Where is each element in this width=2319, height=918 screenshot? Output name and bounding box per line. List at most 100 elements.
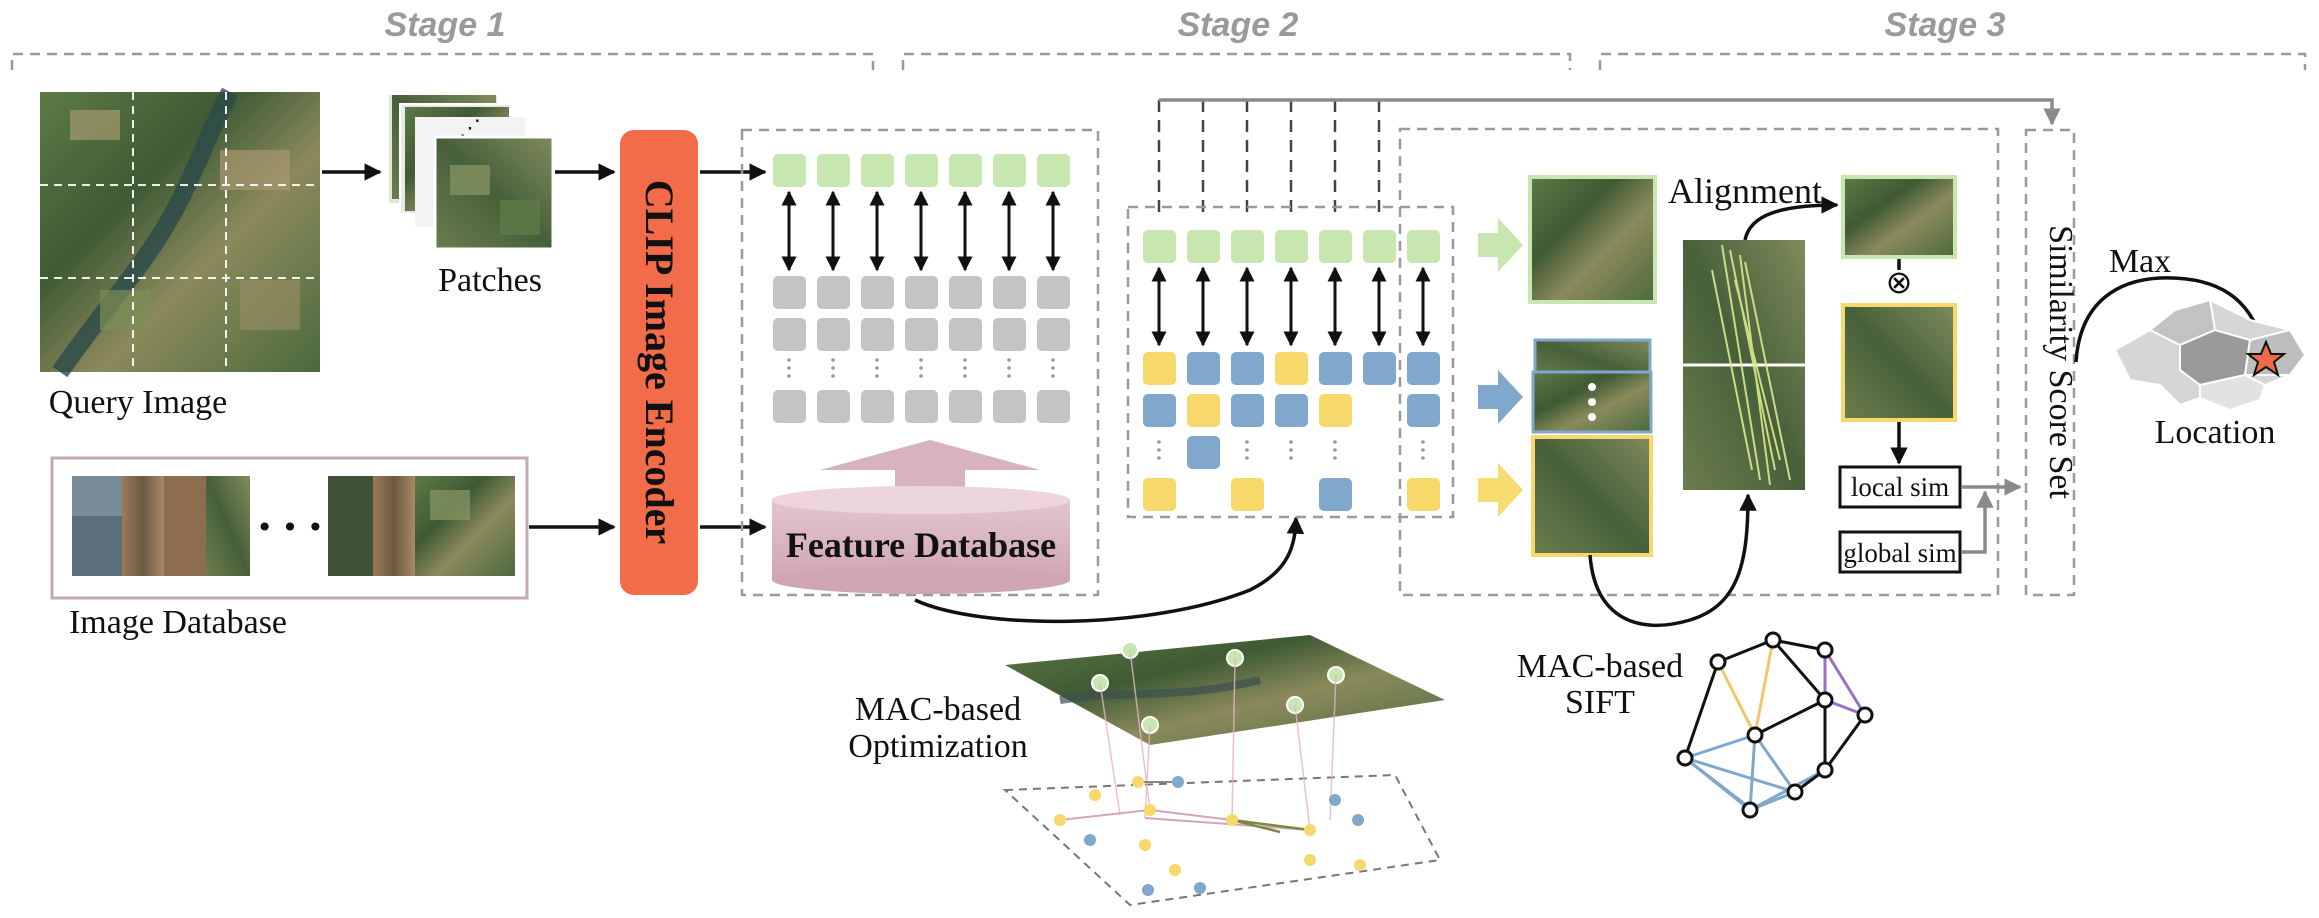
query-image-label: Query Image — [49, 384, 227, 421]
db-token-dots — [919, 358, 923, 362]
sift-label-line1: MAC-based — [1517, 648, 1683, 685]
db-token-dots — [963, 366, 967, 370]
retrieved-image-yellow — [1531, 435, 1653, 557]
stage2-token-green — [1143, 230, 1176, 263]
candidate-token-blue — [1275, 394, 1308, 427]
stage2-token-green — [1363, 230, 1396, 263]
location-label: Location — [2155, 414, 2276, 451]
candidate-token-blue — [1407, 352, 1440, 385]
feature-database-panel — [740, 128, 1100, 597]
stage2-to-score-arrow — [1159, 98, 2061, 126]
db-token-dots — [787, 366, 791, 370]
feature-token-green — [905, 154, 938, 187]
candidate-token-yellow — [1187, 394, 1220, 427]
db-token-gray — [905, 390, 938, 423]
feature-token-green — [1037, 154, 1070, 187]
db-up-arrow-stem — [895, 468, 965, 490]
db-token-gray — [1037, 276, 1070, 309]
db-to-stage2-arrow — [914, 516, 1305, 624]
feature-token-green — [949, 154, 982, 187]
db-token-dots — [875, 366, 879, 370]
query-image — [40, 87, 320, 378]
candidate-token-dots — [1421, 456, 1425, 460]
candidate-token-blue — [1319, 478, 1352, 511]
candidate-token-blue — [1187, 436, 1220, 469]
max-label: Max — [2109, 243, 2171, 280]
candidate-token-yellow — [1407, 478, 1440, 511]
location-map — [2113, 298, 2307, 412]
candidate-token-dots — [1157, 440, 1161, 444]
candidate-token-dots — [1245, 440, 1249, 444]
clip-encoder-label: CLIP Image Encoder — [637, 180, 682, 544]
optimization-illustration — [1002, 635, 1445, 907]
candidate-token-blue — [1319, 352, 1352, 385]
candidate-token-blue — [1407, 394, 1440, 427]
candidate-token-dots — [1289, 456, 1293, 460]
matched-image-yellow — [1841, 303, 1957, 422]
db-token-dots — [919, 374, 923, 378]
candidate-token-yellow — [1275, 352, 1308, 385]
clip-encoder-block — [620, 130, 698, 595]
db-token-dots — [875, 374, 879, 378]
sift-label-line2: SIFT — [1565, 684, 1635, 721]
db-token-gray — [905, 276, 938, 309]
candidate-token-blue — [1363, 352, 1396, 385]
svg-text:⋰: ⋰ — [459, 115, 481, 140]
patches-stack: ⋰ — [387, 93, 555, 251]
db-token-gray — [773, 390, 806, 423]
global-sim-label: global sim — [1843, 538, 1956, 568]
patches-label: Patches — [438, 262, 542, 299]
optimization-label-line1: MAC-based — [855, 691, 1021, 728]
db-token-dots — [787, 358, 791, 362]
candidate-token-dots — [1157, 456, 1161, 460]
stage2-bracket — [901, 52, 1572, 70]
green-block-arrow — [1478, 218, 1523, 272]
db-token-dots — [919, 366, 923, 370]
stage3-title: Stage 3 — [1885, 6, 2006, 44]
local-sim-box — [1838, 465, 1962, 509]
retrieved-images-blue-stack — [1531, 338, 1653, 434]
yellow-block-arrow — [1478, 463, 1523, 517]
candidate-token-dots — [1289, 440, 1293, 444]
yellow-to-alignment-arrow — [1588, 493, 1757, 628]
db-token-gray — [817, 390, 850, 423]
multiply-symbol: ⊗ — [1886, 263, 1913, 301]
db-token-dots — [1051, 366, 1055, 370]
db-token-gray — [993, 390, 1026, 423]
stage2-token-green — [1319, 230, 1352, 263]
stage3-bracket — [1598, 52, 2307, 70]
candidate-token-dots — [1421, 448, 1425, 452]
db-token-dots — [1007, 358, 1011, 362]
candidate-token-blue — [1143, 394, 1176, 427]
candidate-token-dots — [1421, 440, 1425, 444]
globalsim-to-score-arrow — [1962, 490, 1994, 554]
db-token-gray — [861, 276, 894, 309]
blue-block-arrow — [1478, 370, 1523, 424]
candidate-token-blue — [1231, 394, 1264, 427]
db-token-dots — [963, 374, 967, 378]
candidate-token-blue — [1231, 352, 1264, 385]
db-token-dots — [831, 374, 835, 378]
candidate-token-dots — [1333, 456, 1337, 460]
db-token-gray — [949, 276, 982, 309]
optimization-label-line2: Optimization — [848, 728, 1027, 765]
retrieved-image-green — [1528, 175, 1657, 304]
candidate-token-dots — [1157, 448, 1161, 452]
stage1-bracket — [10, 52, 875, 70]
db-token-gray — [773, 318, 806, 351]
db-token-gray — [949, 390, 982, 423]
feature-token-green — [773, 154, 806, 187]
db-token-dots — [1007, 366, 1011, 370]
db-token-gray — [993, 276, 1026, 309]
max-arrow — [2074, 276, 2267, 363]
candidate-token-blue — [1187, 352, 1220, 385]
stage2-token-green — [1407, 230, 1440, 263]
stage2-token-green — [1231, 230, 1264, 263]
stage2-token-green — [1187, 230, 1220, 263]
alignment-label: Alignment — [1668, 171, 1822, 211]
global-sim-box — [1838, 530, 1962, 574]
similarity-score-set-box — [2024, 128, 2076, 597]
db-token-dots — [1007, 374, 1011, 378]
db-token-gray — [949, 318, 982, 351]
